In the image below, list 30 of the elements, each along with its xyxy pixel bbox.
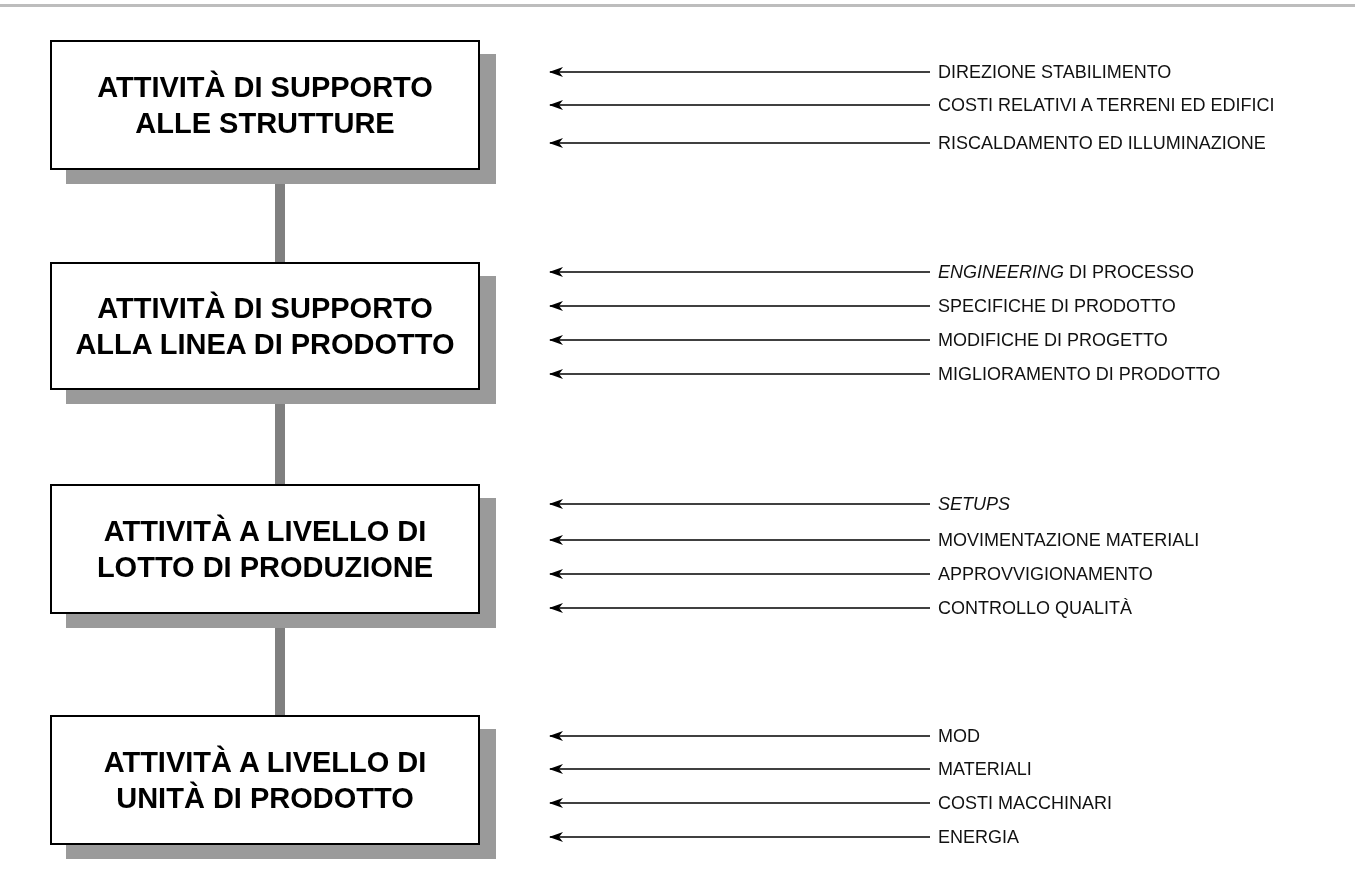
cost-driver-label: MODIFICHE DI PROGETTO	[930, 328, 1168, 352]
cost-driver-label: ENERGIA	[930, 825, 1020, 849]
arrow	[549, 267, 931, 277]
cost-driver-label: DIREZIONE STABILIMENTO	[930, 60, 1172, 84]
arrow	[549, 138, 931, 148]
cost-driver-label: COSTI RELATIVI A TERRENI ED EDIFICI	[930, 93, 1275, 117]
cost-driver-label: RISCALDAMENTO ED ILLUMINAZIONE	[930, 131, 1266, 155]
arrow	[549, 603, 931, 613]
arrow	[549, 731, 931, 741]
cost-driver-label: SETUPS	[930, 492, 1011, 516]
arrow	[549, 499, 931, 509]
arrow	[549, 832, 931, 842]
arrow	[549, 798, 931, 808]
arrow	[549, 67, 931, 77]
cost-driver-label: SPECIFICHE DI PRODOTTO	[930, 294, 1176, 318]
arrow	[549, 301, 931, 311]
arrow	[549, 535, 931, 545]
cost-driver-label: APPROVVIGIONAMENTO	[930, 562, 1153, 586]
arrow	[549, 569, 931, 579]
arrow	[549, 335, 931, 345]
cost-driver-label: MOVIMENTAZIONE MATERIALI	[930, 528, 1200, 552]
cost-driver-label: MOD	[930, 724, 980, 748]
arrow	[549, 100, 931, 110]
arrow	[549, 764, 931, 774]
cost-driver-label: MIGLIORAMENTO DI PRODOTTO	[930, 362, 1221, 386]
arrow	[549, 369, 931, 379]
cost-driver-label: CONTROLLO QUALITÀ	[930, 596, 1133, 620]
cost-driver-label: COSTI MACCHINARI	[930, 791, 1112, 815]
cost-driver-label: ENGINEERING DI PROCESSO	[930, 260, 1195, 284]
cost-driver-label: MATERIALI	[930, 757, 1032, 781]
